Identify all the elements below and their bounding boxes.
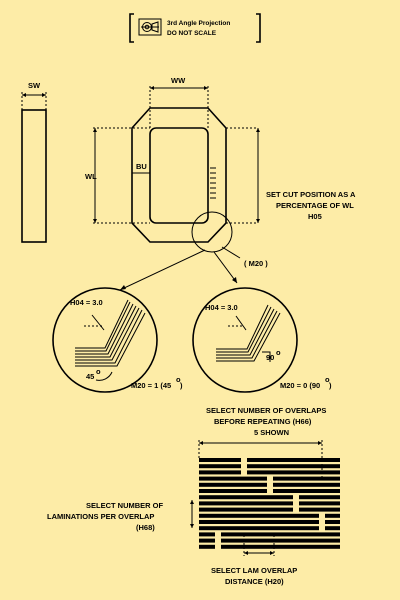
detail-45-view: H04 = 3.0 45 o xyxy=(52,287,158,393)
lamination-strip xyxy=(247,470,340,475)
m20-45-close: ) xyxy=(180,381,183,390)
lamination-strip xyxy=(221,532,340,537)
overlap-line3: 5 SHOWN xyxy=(254,428,289,437)
m20-90-degree: o xyxy=(325,375,330,384)
cut-position-line1: SET CUT POSITION AS A xyxy=(266,190,356,199)
m20-45-label: M20 = 1 (45 xyxy=(131,381,171,390)
lamination-strip xyxy=(199,526,319,531)
lamination-strip xyxy=(247,458,340,462)
lamination-strip xyxy=(199,489,267,493)
lamination-strip xyxy=(273,482,340,487)
lamination-strip xyxy=(199,495,293,500)
lamination-strip xyxy=(199,458,241,462)
lamination-strip xyxy=(199,538,215,543)
bu-label: BU xyxy=(136,162,147,171)
ww-label: WW xyxy=(171,76,186,85)
lamination-strip xyxy=(199,482,267,487)
overlap-line2: BEFORE REPEATING (H66) xyxy=(214,417,312,426)
m20-90-label: M20 = 0 (90 xyxy=(280,381,320,390)
overlap-line1: SELECT NUMBER OF OVERLAPS xyxy=(206,406,326,415)
angle-45-degree: o xyxy=(96,367,101,376)
lamination-strip xyxy=(221,544,340,549)
m20-45-degree: o xyxy=(176,375,181,384)
lamination-strip xyxy=(199,532,215,537)
cut-position-marks xyxy=(210,167,216,199)
angle-90-degree: o xyxy=(276,348,281,357)
wl-label: WL xyxy=(85,172,97,181)
lamination-strip xyxy=(199,464,241,469)
lamination-strip xyxy=(199,520,319,524)
lamination-strip xyxy=(199,470,241,475)
projection-label: 3rd Angle Projection xyxy=(167,20,230,27)
lamination-strip xyxy=(325,520,340,524)
h04-right-label: H04 = 3.0 xyxy=(205,303,238,312)
m20-callout: ( M20 ) xyxy=(244,259,268,268)
projection-symbol-icon xyxy=(138,18,162,36)
angle-45-label: 45 xyxy=(86,372,94,381)
lamination-strip xyxy=(273,489,340,493)
lamination-strip xyxy=(273,476,340,481)
m20-90-close: ) xyxy=(329,381,332,390)
dist-line1: SELECT LAM OVERLAP xyxy=(211,566,297,575)
detail-circle xyxy=(191,211,233,253)
lamination-strip xyxy=(199,544,215,549)
side-view: SW xyxy=(21,81,47,243)
lamination-strip xyxy=(299,495,340,500)
lamination-strip xyxy=(199,507,293,512)
lamination-strip xyxy=(199,501,293,506)
cut-position-line2: PERCENTAGE OF WL xyxy=(276,201,354,210)
lamination-strip xyxy=(325,513,340,518)
lamination-strip xyxy=(199,513,319,518)
lamination-strip xyxy=(299,501,340,506)
lamination-strip xyxy=(299,507,340,512)
lam-line1: SELECT NUMBER OF xyxy=(86,501,164,510)
lamination-strip xyxy=(199,476,267,481)
lamination-strip xyxy=(325,526,340,531)
cut-position-code: H05 xyxy=(308,212,322,221)
title-block: 3rd Angle Projection DO NOT SCALE xyxy=(129,13,261,43)
lamination-stack xyxy=(199,458,340,549)
core-front-view: WW WL BU SET CUT POSITION AS A xyxy=(85,76,356,291)
h04-left-label: H04 = 3.0 xyxy=(70,298,103,307)
lam-line2: LAMINATIONS PER OVERLAP xyxy=(47,512,154,521)
lamination-strip xyxy=(221,538,340,543)
dist-line2: DISTANCE (H20) xyxy=(225,577,284,586)
sw-label: SW xyxy=(28,81,41,90)
lam-line3: (H68) xyxy=(136,523,155,532)
detail-90-view: H04 = 3.0 90 o xyxy=(192,287,298,393)
angle-90-label: 90 xyxy=(266,353,274,362)
lamination-strip xyxy=(247,464,340,469)
scale-note: DO NOT SCALE xyxy=(167,30,217,37)
